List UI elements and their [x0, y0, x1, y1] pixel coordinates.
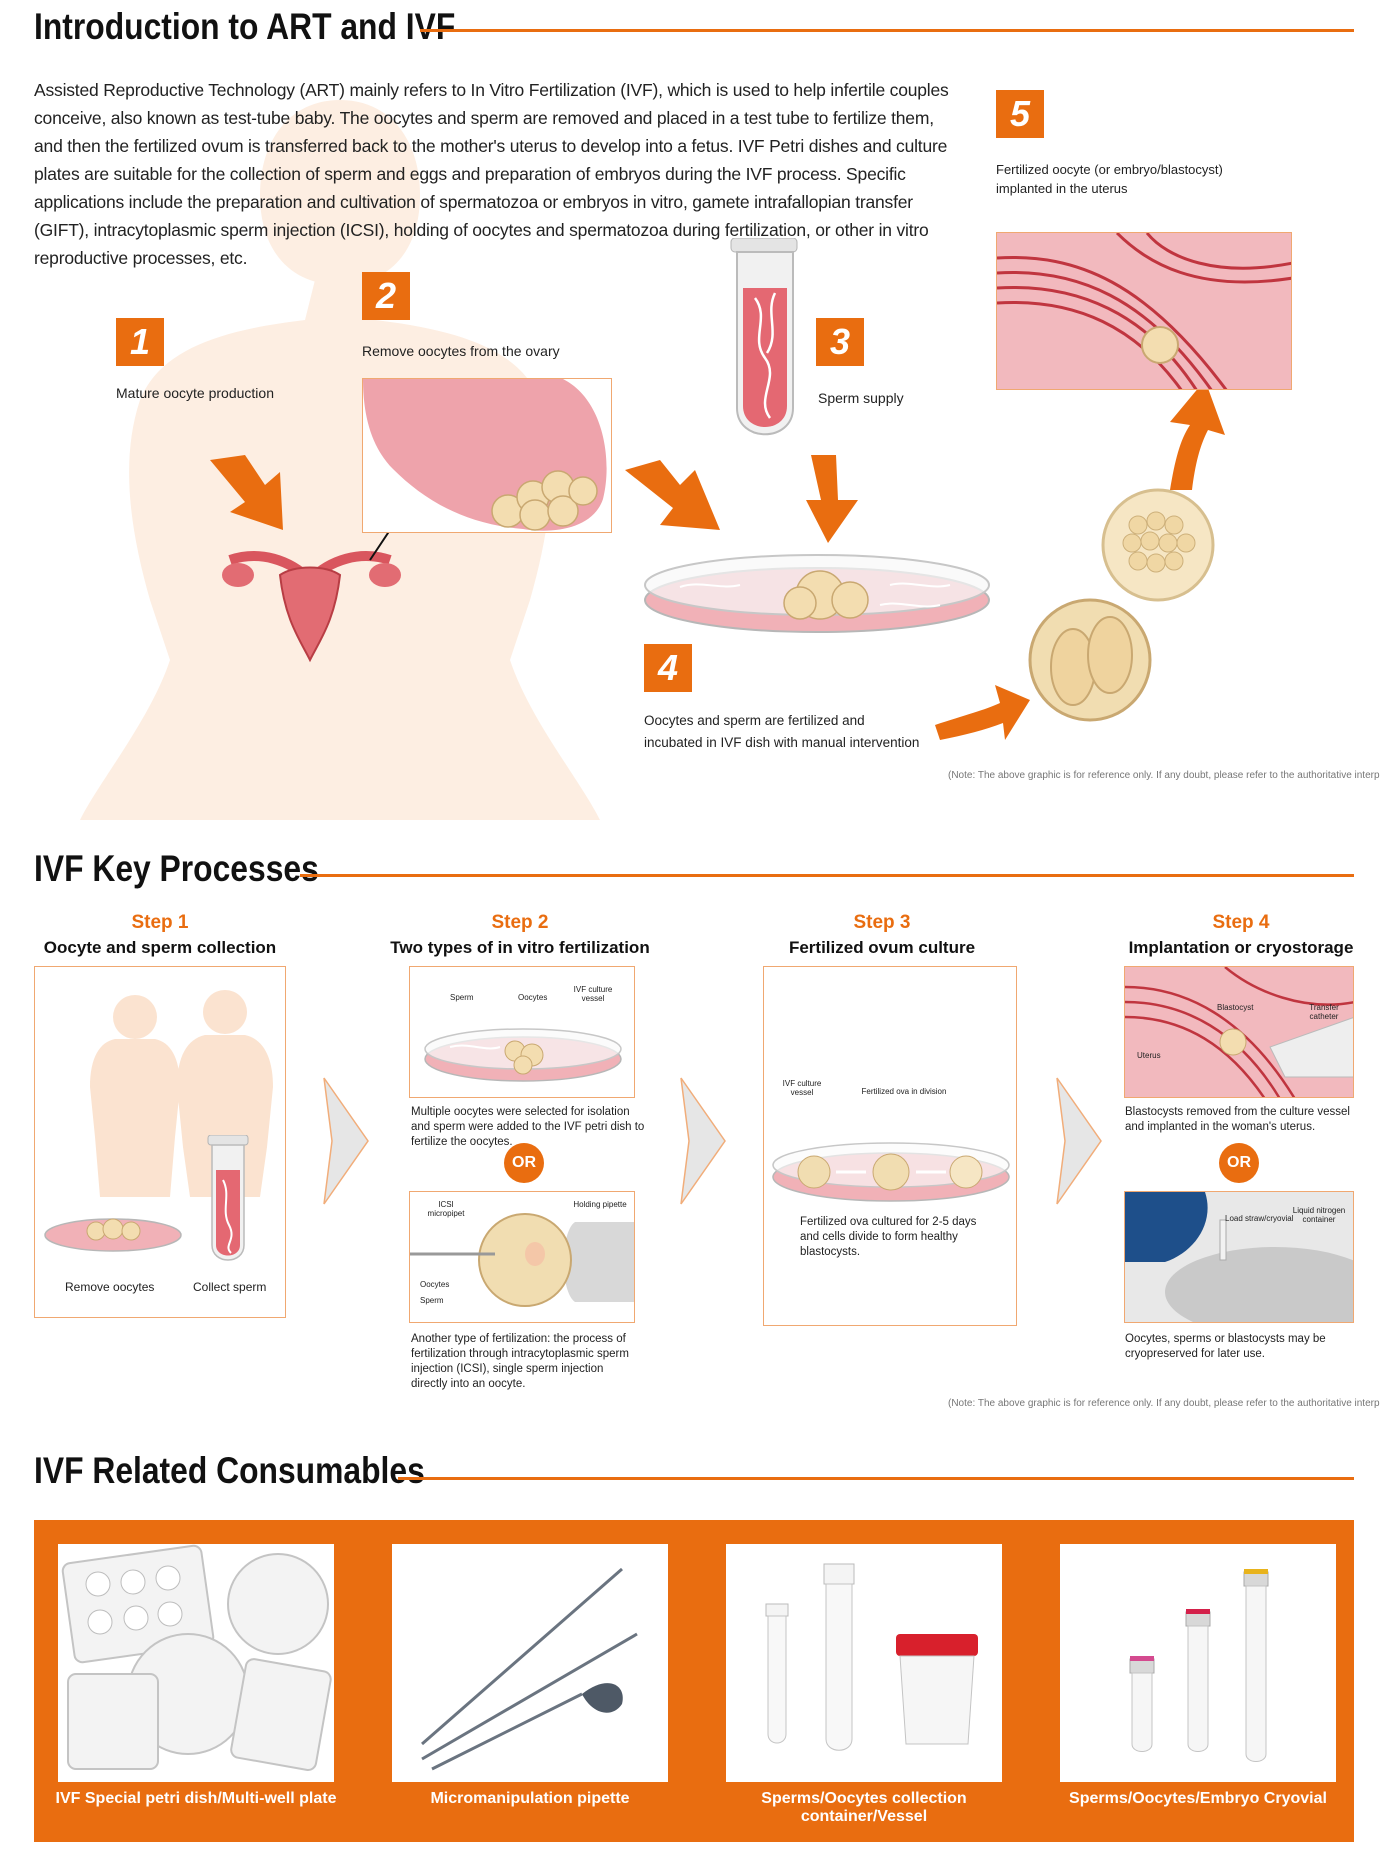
blastocyst-illustration — [1101, 488, 1215, 602]
holding-pipette-label: Holding pipette — [573, 1200, 627, 1209]
petri-dish-illustration — [644, 554, 990, 633]
couple-silhouette — [90, 990, 273, 1197]
step2-name: Two types of in vitro fertilization — [390, 938, 650, 957]
load-straw-label: Load straw/cryovial — [1225, 1214, 1294, 1223]
step1-label: Step 1 — [131, 912, 189, 933]
step1-name: Oocyte and sperm collection — [43, 938, 277, 957]
step3-vessel-label: IVF culture vessel — [782, 1079, 822, 1097]
blastocyst-label: Blastocyst — [1217, 1003, 1254, 1012]
step2-petri-dish — [424, 1028, 622, 1082]
step-label-2: Remove oocytes from the ovary — [362, 343, 560, 359]
arrow-4-icon — [935, 685, 1030, 740]
step2-vessel-label: IVF culture vessel — [573, 985, 613, 1003]
step-number-2: 2 — [362, 272, 410, 320]
step4-cryo-panel: Load straw/cryovial Liquid nitrogen cont… — [1124, 1191, 1354, 1323]
step1-remove-label: Remove oocytes — [65, 1280, 155, 1294]
step-number-3: 3 — [816, 318, 864, 366]
consumables-panel: IVF Special petri dish/Multi-well plate … — [34, 1520, 1354, 1842]
step-label-4: Oocytes and sperm are fertilized and inc… — [644, 713, 920, 750]
arrow-5-icon — [1170, 380, 1225, 490]
consumables-title: IVF Related Consumables — [34, 1450, 425, 1491]
product-cryovial — [1060, 1544, 1336, 1782]
petri-dish-product-image — [61, 1544, 332, 1771]
arrow-3-icon — [806, 455, 858, 543]
arrow-2-icon — [625, 460, 720, 530]
processes-note: (Note: The above graphic is for referenc… — [948, 1398, 1380, 1409]
step3-panel: IVF culture vessel Fertilized ova in div… — [763, 966, 1017, 1326]
test-tube-illustration — [730, 238, 798, 436]
two-cell-embryo-illustration — [1028, 598, 1152, 722]
step2-dish-panel: Sperm Oocytes IVF culture vessel — [409, 966, 635, 1098]
product-label-1: IVF Special petri dish/Multi-well plate — [55, 1790, 337, 1807]
pipette-product-image — [421, 1567, 638, 1771]
uterus-wall-illustration — [997, 233, 1291, 389]
chevron-right-icon — [323, 1077, 369, 1205]
step-label-5: Fertilized oocyte (or embryo/blastocyst)… — [996, 162, 1223, 196]
implantation-illustration — [1125, 967, 1353, 1097]
step2-icsi-panel: ICSI micropipet Holding pipette Oocytes … — [409, 1191, 635, 1323]
chevron-right-icon — [1056, 1077, 1102, 1205]
intro-note: (Note: The above graphic is for referenc… — [948, 770, 1380, 781]
chevron-right-icon — [680, 1077, 726, 1205]
intro-paragraph: Assisted Reproductive Technology (ART) m… — [34, 80, 949, 268]
product-label-4: Sperms/Oocytes/Embryo Cryovial — [1069, 1790, 1327, 1807]
step4-or-badge: OR — [1219, 1143, 1259, 1183]
product-collection-container — [726, 1544, 1002, 1782]
step1-test-tube — [207, 1135, 249, 1261]
step-number-4: 4 — [644, 644, 692, 692]
title-rule — [420, 29, 1354, 32]
product-label-3: Sperms/Oocytes collection container/Vess… — [761, 1790, 967, 1825]
icsi-sperm-label: Sperm — [420, 1296, 444, 1305]
processes-title: IVF Key Processes — [34, 848, 319, 889]
cryovial-product-image — [1129, 1569, 1269, 1762]
arrow-1-icon — [210, 455, 283, 530]
icsi-oocytes-label: Oocytes — [420, 1280, 450, 1289]
step3-division-label: Fertilized ova in division — [861, 1087, 947, 1096]
step-label-1: Mature oocyte production — [116, 385, 274, 401]
nitrogen-container-label: Liquid nitrogen container — [1292, 1206, 1346, 1224]
step2-label: Step 2 — [491, 912, 549, 933]
uterus-label: Uterus — [1137, 1051, 1161, 1060]
step1-panel: Remove oocytes Collect sperm — [34, 966, 286, 1318]
product-petri-dish — [58, 1544, 334, 1782]
ovary-panel — [362, 378, 612, 533]
step2-oocytes-label: Oocytes — [518, 993, 548, 1002]
ovary-illustration — [363, 379, 607, 531]
step2-sperm-label: Sperm — [450, 993, 474, 1002]
intro-title: Introduction to ART and IVF — [34, 6, 456, 47]
uterus-wall-panel — [996, 232, 1292, 390]
step3-label: Step 3 — [853, 912, 911, 933]
step-label-3: Sperm supply — [818, 390, 904, 406]
uterus-illustration — [222, 530, 401, 663]
step3-name: Fertilized ovum culture — [788, 938, 976, 957]
collection-container-product-image — [765, 1563, 978, 1751]
step3-culture-dish — [772, 1142, 1010, 1202]
step2-desc2: Another type of fertilization: the proce… — [411, 1333, 629, 1390]
step4-desc2: Oocytes, sperms or blastocysts may be cr… — [1125, 1333, 1326, 1360]
product-pipette — [392, 1544, 668, 1782]
step1-dish — [44, 1218, 182, 1252]
step3-desc: Fertilized ova cultured for 2-5 days and… — [800, 1216, 977, 1258]
processes-rule — [300, 874, 1354, 877]
consumables-rule — [398, 1477, 1354, 1480]
step4-desc1: Blastocysts removed from the culture ves… — [1125, 1106, 1350, 1133]
icsi-illustration — [410, 1213, 634, 1307]
step2-desc1: Multiple oocytes were selected for isola… — [411, 1106, 645, 1148]
step4-name: Implantation or cryostorage — [1128, 938, 1354, 957]
transfer-catheter-label: Transfer catheter — [1309, 1003, 1339, 1021]
icsi-micropipet-label: ICSI micropipet — [427, 1200, 465, 1218]
cryostorage-illustration — [1125, 1192, 1353, 1322]
step2-or-badge: OR — [504, 1143, 544, 1183]
step-number-1: 1 — [116, 318, 164, 366]
step4-label: Step 4 — [1212, 912, 1270, 933]
product-label-2: Micromanipulation pipette — [430, 1790, 630, 1807]
step4-implant-panel: Blastocyst Transfer catheter Uterus — [1124, 966, 1354, 1098]
step-number-5: 5 — [996, 90, 1044, 138]
step1-collect-label: Collect sperm — [193, 1280, 267, 1294]
